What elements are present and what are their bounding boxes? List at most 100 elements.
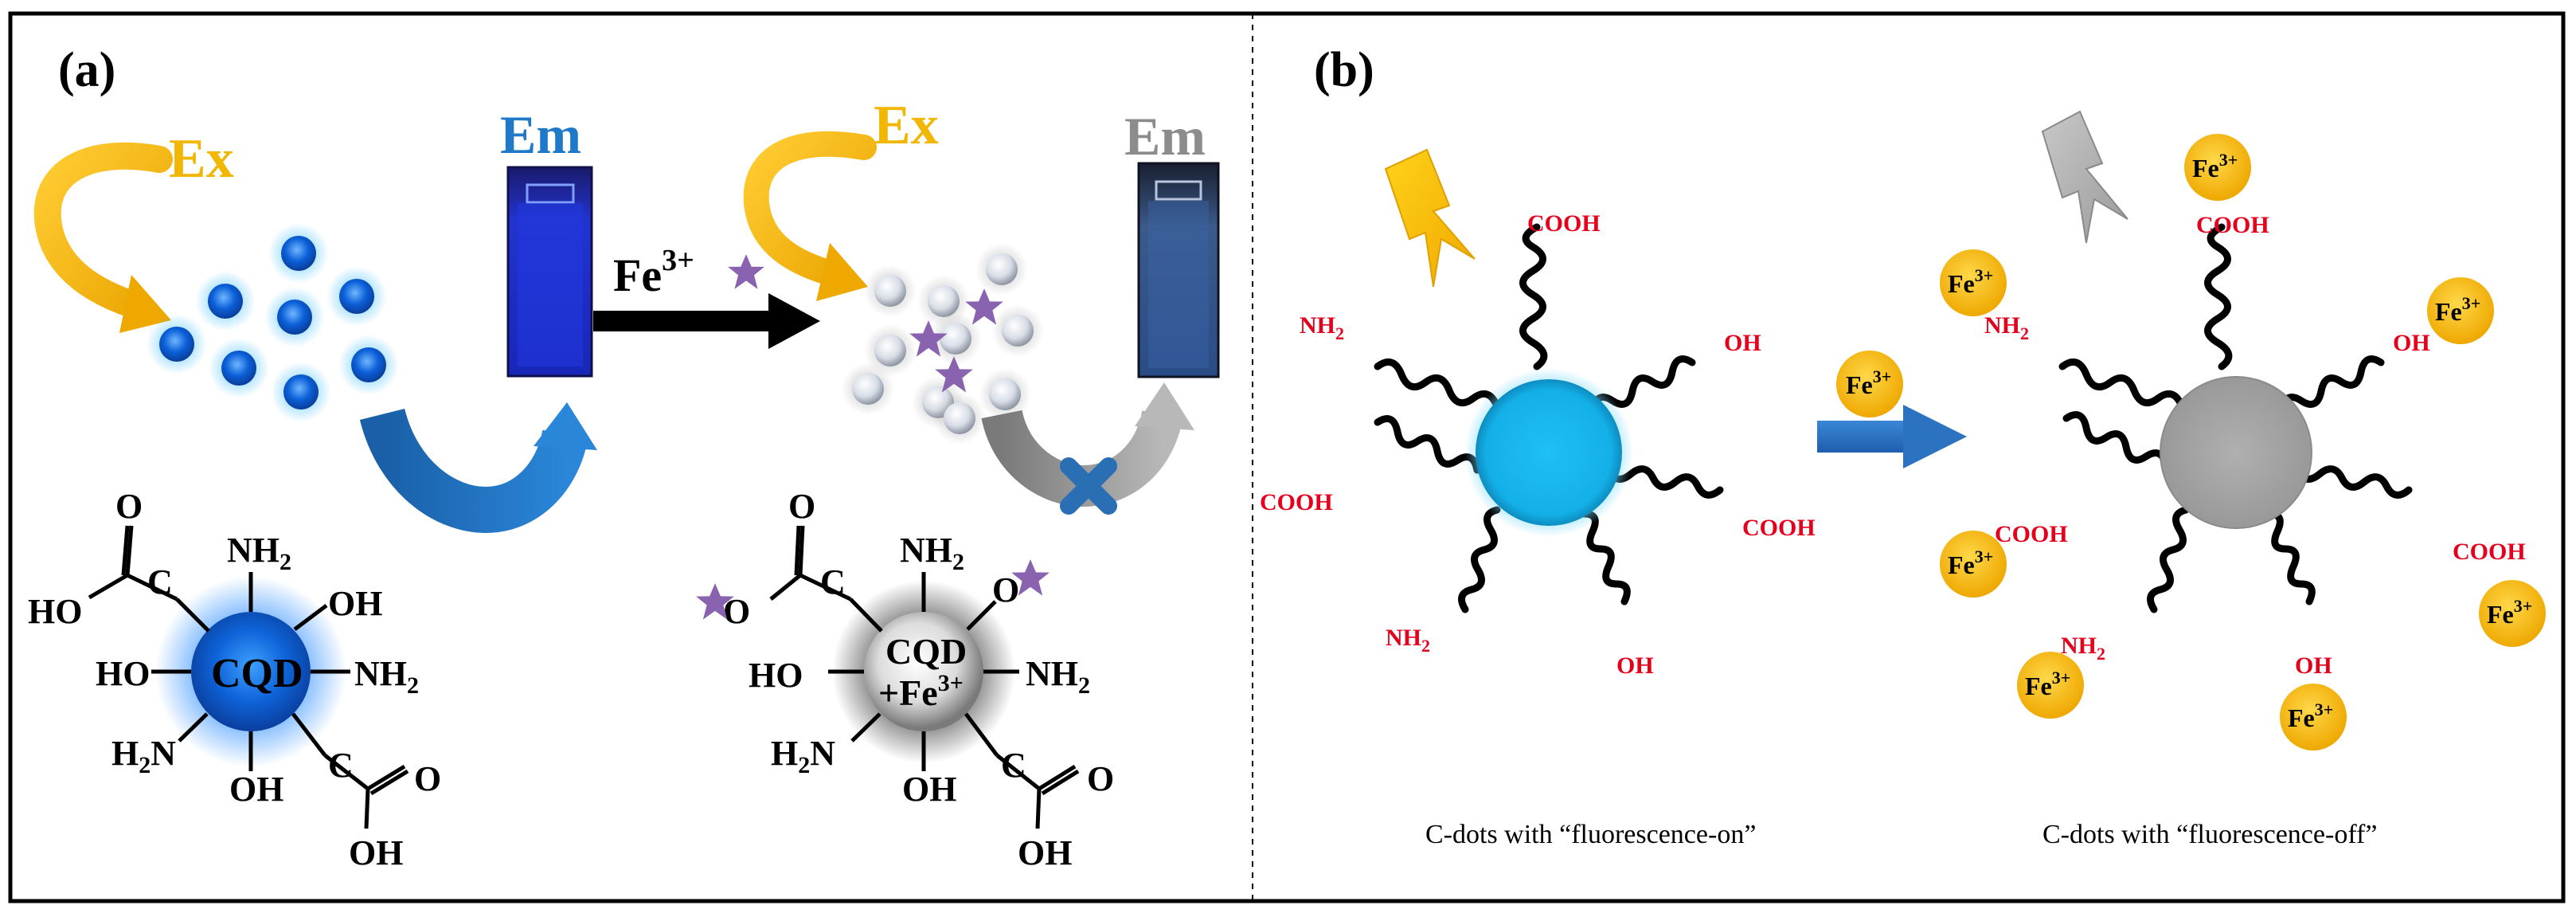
cqd-ho-upper: HO bbox=[28, 592, 82, 631]
off-label-cooh-right: COOH bbox=[2453, 539, 2526, 565]
off-label-oh-right: OH bbox=[2393, 330, 2430, 356]
cdot-on-chains bbox=[1374, 223, 1724, 613]
cqdfe-core-line2: +Fe3+ bbox=[878, 670, 964, 713]
off-label-cooh-top: COOH bbox=[2196, 212, 2269, 238]
gray-dot bbox=[991, 304, 1044, 357]
cqdfe-o-upper: O bbox=[788, 487, 815, 526]
cqd-oh-lower: OH bbox=[349, 833, 403, 872]
lightning-icon bbox=[1384, 148, 1476, 288]
cqd-oh-bottom: OH bbox=[229, 770, 283, 809]
lightning-icon-gray bbox=[2041, 110, 2128, 244]
cqdfe-nh2-top: NH2 bbox=[900, 531, 964, 575]
fe-addition-label: Fe3+ bbox=[613, 244, 694, 301]
off-label-cooh-left: COOH bbox=[1995, 521, 2068, 547]
off-label-nh2-left: NH2 bbox=[1984, 312, 2029, 343]
cqd-o-upper: O bbox=[115, 487, 143, 526]
blue-dot bbox=[209, 338, 269, 398]
cqd-oh-top-right: OH bbox=[328, 584, 382, 623]
cqdfe-c-upper: C bbox=[820, 562, 846, 602]
cqdfe-o-lower: O bbox=[1087, 759, 1114, 798]
cqd-structure-blue: CQD NH2 OH HO NH2 H2N OH C O HO C O OH bbox=[28, 487, 441, 872]
cdot-fluorescence-on: COOH NH2 OH COOH COOH NH2 OH bbox=[1260, 210, 1816, 679]
cqd-o-lower: O bbox=[414, 759, 441, 798]
blue-dot bbox=[268, 223, 329, 284]
cqdfe-oh-bottom: OH bbox=[902, 770, 956, 809]
on-label-oh-bottom: OH bbox=[1616, 652, 1654, 679]
panel-b-tag: (b) bbox=[1314, 43, 1374, 97]
gray-dot-cluster bbox=[842, 243, 1044, 445]
fe-ion: Fe3+ bbox=[1940, 531, 2007, 598]
cdot-fluorescence-off: COOH NH2 OH COOH COOH NH2 OH Fe3+ Fe3+ F… bbox=[1940, 134, 2546, 750]
cuvette-gray bbox=[1137, 162, 1220, 378]
svg-text:Fe3+: Fe3+ bbox=[1948, 265, 1993, 298]
gray-dot bbox=[929, 312, 982, 365]
blue-dot bbox=[195, 271, 256, 331]
caption-fluorescence-off: C-dots with “fluorescence-off” bbox=[2042, 820, 2377, 849]
svg-text:Fe3+: Fe3+ bbox=[2288, 700, 2333, 732]
fe-ion: Fe3+ bbox=[2184, 134, 2251, 201]
gray-dot bbox=[975, 243, 1028, 296]
blue-dot bbox=[264, 287, 325, 347]
excitation-arrow-left bbox=[33, 142, 173, 333]
fe-ion: Fe3+ bbox=[1940, 249, 2007, 316]
fe-ion-reagent: Fe3+ bbox=[1836, 351, 1903, 417]
off-label-nh2-bottom: NH2 bbox=[2061, 633, 2105, 664]
cqdfe-oh-lower: OH bbox=[1018, 833, 1072, 872]
cdot-off-chains bbox=[2058, 223, 2413, 613]
fe-ion: Fe3+ bbox=[2017, 652, 2084, 719]
on-label-cooh-right: COOH bbox=[1742, 515, 1816, 541]
svg-text:Fe3+: Fe3+ bbox=[2435, 293, 2480, 326]
cqd-c-upper: C bbox=[147, 562, 173, 602]
cqd-ho-left: HO bbox=[96, 654, 150, 693]
cqdfe-ho-left: HO bbox=[749, 656, 803, 695]
cqd-nh2-top: NH2 bbox=[227, 531, 291, 575]
caption-fluorescence-on: C-dots with “fluorescence-on” bbox=[1425, 820, 1756, 849]
fe-ion: Fe3+ bbox=[2427, 277, 2494, 344]
cqdfe-c-lower: C bbox=[1001, 746, 1026, 785]
svg-text:Fe3+: Fe3+ bbox=[2487, 596, 2532, 629]
blue-dot bbox=[338, 335, 399, 395]
svg-text:Fe3+: Fe3+ bbox=[1948, 547, 1993, 579]
cqdfe-o-top-right: O bbox=[992, 570, 1019, 609]
cuvette-blue bbox=[506, 166, 593, 378]
off-label-oh-bottom: OH bbox=[2295, 652, 2332, 679]
cqdfe-nh2-right: NH2 bbox=[1026, 654, 1090, 699]
blocked-cross-icon bbox=[1060, 457, 1117, 515]
gray-dot bbox=[864, 324, 917, 377]
cqd-c-lower: C bbox=[328, 746, 354, 785]
svg-text:Fe3+: Fe3+ bbox=[2192, 150, 2238, 182]
cqd-h2n-bottom-left: H2N bbox=[111, 734, 176, 778]
blue-dot bbox=[326, 266, 387, 327]
gray-dot bbox=[933, 392, 986, 445]
blue-dot bbox=[271, 362, 331, 422]
on-label-cooh-top: COOH bbox=[1527, 210, 1601, 237]
fe-addition-arrow bbox=[593, 293, 820, 349]
panel-a: (a) Ex Em bbox=[28, 43, 1220, 872]
transition-arrow bbox=[1817, 405, 1967, 468]
gray-dot bbox=[842, 362, 894, 415]
on-label-oh-right: OH bbox=[1724, 330, 1761, 356]
em-label-left: Em bbox=[500, 104, 581, 165]
cqd-core-label: CQD bbox=[211, 651, 303, 696]
cqd-structure-fe: CQD +Fe3+ NH2 O HO NH2 H2N OH C O O C O … bbox=[696, 487, 1114, 872]
on-label-cooh-left: COOH bbox=[1260, 489, 1333, 515]
on-label-nh2-left: NH2 bbox=[1300, 312, 1344, 343]
em-label-right: Em bbox=[1124, 106, 1206, 167]
ex-label-left: Ex bbox=[169, 128, 234, 190]
fe-ion: Fe3+ bbox=[2280, 684, 2347, 750]
blue-dot-cluster bbox=[147, 223, 399, 422]
svg-text:Fe3+: Fe3+ bbox=[2025, 668, 2070, 700]
gray-dot bbox=[979, 368, 1031, 421]
svg-text:Fe3+: Fe3+ bbox=[1846, 366, 1891, 399]
excitation-arrow-right bbox=[743, 131, 877, 301]
cqdfe-core-line1: CQD bbox=[885, 631, 967, 672]
ex-label-right: Ex bbox=[874, 95, 939, 156]
emission-arrow-blue bbox=[359, 402, 597, 534]
panel-b: (b) COOH NH2 OH COOH COOH NH2 OH C-d bbox=[1260, 43, 2546, 849]
cqd-nh2-right: NH2 bbox=[354, 654, 419, 699]
fe-ion: Fe3+ bbox=[2479, 580, 2546, 647]
panel-a-tag: (a) bbox=[58, 43, 115, 97]
on-label-nh2-bottom: NH2 bbox=[1386, 625, 1430, 656]
gray-dot bbox=[864, 265, 917, 317]
